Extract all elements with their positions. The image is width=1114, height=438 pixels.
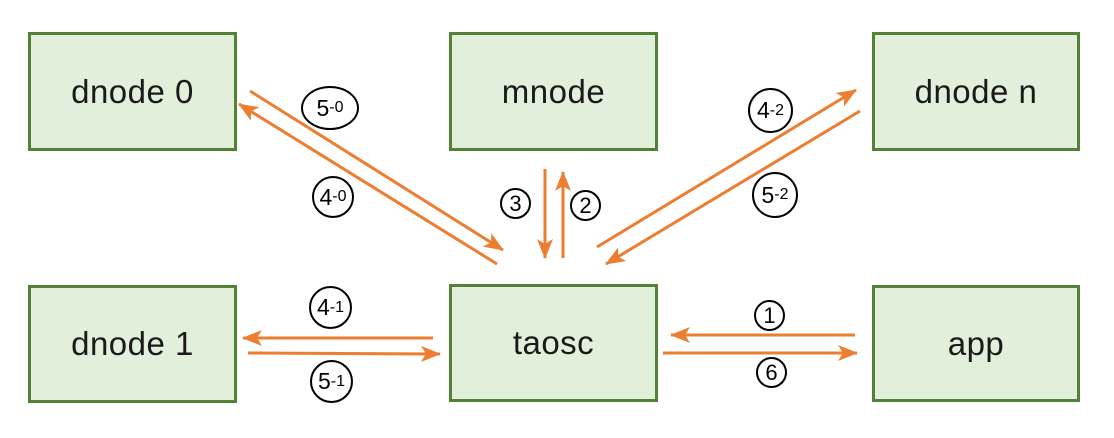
edge-label-2: 2 xyxy=(570,190,601,221)
edge-label-6: 6 xyxy=(756,357,787,388)
node-taosc: taosc xyxy=(449,284,658,402)
edge-label-suffix: -2 xyxy=(774,186,789,203)
node-dnode-n: dnode n xyxy=(872,32,1080,151)
edge-label-main: 4 xyxy=(319,183,333,210)
edge-label-5-0: 5-0 xyxy=(301,86,359,130)
node-app: app xyxy=(872,285,1080,402)
edge-label-5-1: 5-1 xyxy=(310,360,353,403)
edge-label-main: 5 xyxy=(317,368,331,394)
edge-label-main: 2 xyxy=(579,192,592,218)
node-label: mnode xyxy=(501,72,606,110)
node-label: dnode 1 xyxy=(71,325,194,362)
arrow-5-2 xyxy=(605,109,861,266)
edge-label-1: 1 xyxy=(754,300,785,331)
edge-label-main: 1 xyxy=(763,302,776,328)
arrow-4-2 xyxy=(596,88,857,249)
edge-label-main: 4 xyxy=(756,97,770,123)
node-label: dnode n xyxy=(914,72,1038,110)
edge-label-suffix: -1 xyxy=(330,372,346,390)
node-label: taosc xyxy=(512,324,595,361)
edge-label-4-0: 4-0 xyxy=(312,176,354,218)
node-dnode-1: dnode 1 xyxy=(28,285,237,403)
edge-label-main: 6 xyxy=(765,359,778,385)
edge-label-main: 5 xyxy=(761,181,775,208)
edge-label-suffix: -1 xyxy=(329,298,345,316)
edge-label-4-1: 4-1 xyxy=(309,286,352,329)
edge-label-5-2: 5-2 xyxy=(752,172,798,218)
node-mnode: mnode xyxy=(449,32,658,151)
edge-label-main: 5 xyxy=(316,94,330,121)
arrow-5-0 xyxy=(249,89,504,252)
node-dnode-0: dnode 0 xyxy=(28,32,237,151)
node-label: app xyxy=(947,324,1005,362)
edge-label-suffix: -0 xyxy=(332,188,347,205)
arrow-5-1 xyxy=(247,345,441,362)
arrow-4-0 xyxy=(238,102,498,266)
edge-label-suffix: -0 xyxy=(329,99,344,116)
node-label: dnode 0 xyxy=(71,72,194,110)
edge-label-4-2: 4-2 xyxy=(748,88,793,133)
edge-label-main: 3 xyxy=(509,190,522,216)
edge-label-suffix: -2 xyxy=(769,101,785,119)
edge-label-main: 4 xyxy=(316,294,330,320)
edge-label-3: 3 xyxy=(500,188,531,219)
